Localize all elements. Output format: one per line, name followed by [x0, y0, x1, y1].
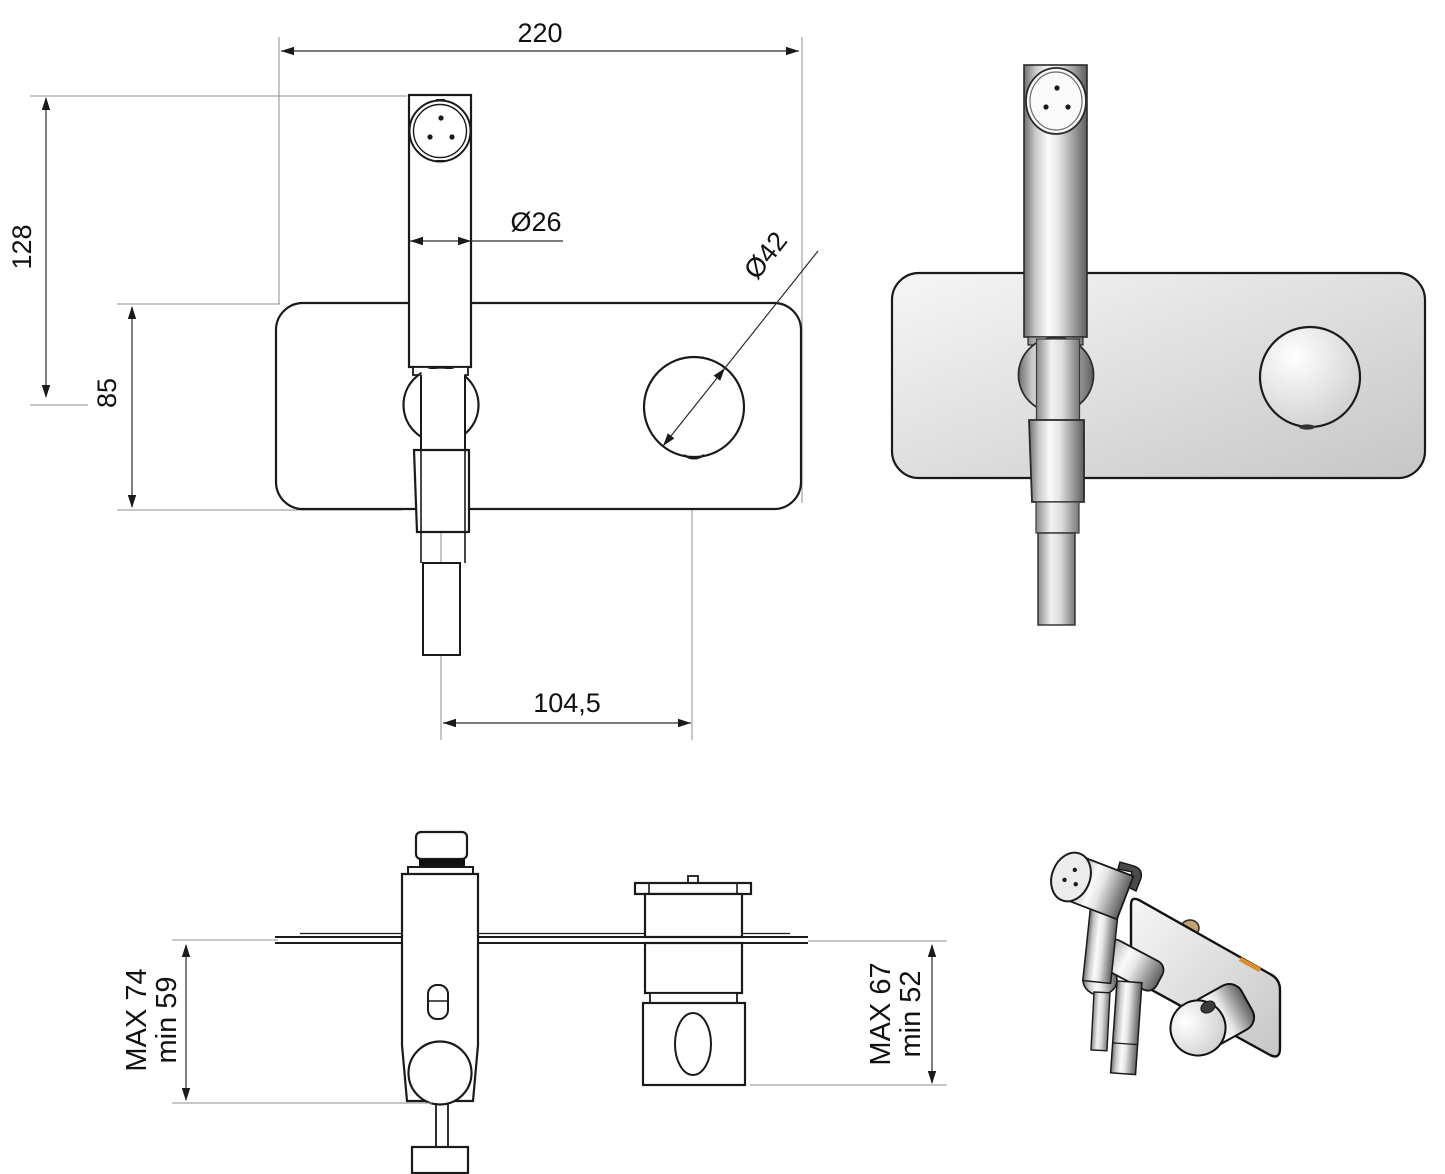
dim-handshower-diameter: Ø26 — [510, 207, 561, 237]
valve-body-behind-wall — [643, 941, 744, 995]
handshower-end-cap — [414, 830, 469, 861]
control-knob-shaded — [1258, 325, 1362, 429]
grip-ring — [419, 859, 465, 867]
dim-plate-height: 85 — [92, 378, 122, 408]
knob-hole-3d — [1200, 1000, 1216, 1014]
spray-hole — [1072, 867, 1078, 873]
dim-plate-width: 220 — [517, 18, 562, 48]
spray-hole — [438, 115, 444, 121]
supply-tube-shaded — [1037, 532, 1076, 626]
holder-section — [400, 830, 480, 1174]
spray-hole — [1043, 104, 1049, 110]
supply-tube-front — [422, 562, 461, 656]
perspective-view — [1050, 851, 1282, 1076]
dim-holder-depth-min: min 59 — [151, 976, 183, 1063]
dimension-arrows — [41, 46, 799, 728]
handshower-shaded — [1017, 64, 1095, 626]
valve-body-front-of-wall — [643, 892, 744, 939]
control-knob-3d — [1169, 983, 1256, 1057]
ball-joint-section — [407, 1040, 473, 1106]
knob-notch-front — [683, 454, 705, 460]
tube-right-3d — [1109, 980, 1143, 1076]
dim-valve-depth-min: min 52 — [895, 970, 927, 1057]
wall-plate-front — [274, 301, 803, 511]
adjust-slot — [427, 984, 449, 1020]
wall-bracket-shaded — [1028, 419, 1085, 503]
tube-left-3d — [1090, 991, 1111, 1052]
handshower-head-section — [410, 1145, 470, 1174]
holder-front — [402, 366, 480, 656]
valve-inlet-hole — [674, 1012, 712, 1076]
handshower-front — [407, 93, 473, 376]
knob-notch-shaded — [1299, 424, 1315, 430]
spray-hole — [1073, 881, 1078, 887]
valve-section — [633, 875, 753, 1087]
dimension-arrows — [181, 944, 191, 1101]
dim-valve-depth-max: MAX 67 — [865, 962, 897, 1065]
extension-lines — [172, 939, 432, 1104]
valve-cap — [633, 881, 753, 896]
extension-lines — [750, 940, 947, 1086]
spray-hole — [449, 134, 455, 140]
spray-hole — [1062, 877, 1067, 883]
dimension-arrows — [927, 944, 937, 1084]
spray-hole — [1065, 104, 1071, 110]
dimension-lines — [45, 50, 819, 724]
dim-holder-depth-max: MAX 74 — [121, 968, 153, 1071]
dim-overall-height: 128 — [7, 224, 37, 269]
shaded-view — [890, 64, 1427, 626]
section-view-holder: MAX 74 min 59 — [121, 830, 808, 1174]
wall-bracket-front — [412, 448, 471, 534]
spray-hole — [427, 134, 433, 140]
brass-edge — [1238, 957, 1262, 972]
dim-knob-diameter: Ø42 — [738, 226, 793, 285]
spray-hole — [1054, 85, 1060, 91]
dim-center-distance: 104,5 — [533, 688, 601, 718]
front-view: 220 128 85 Ø26 Ø42 104,5 — [7, 18, 819, 740]
section-view-valve: MAX 67 min 52 — [633, 875, 947, 1087]
handshower-head-3d — [1050, 851, 1135, 921]
